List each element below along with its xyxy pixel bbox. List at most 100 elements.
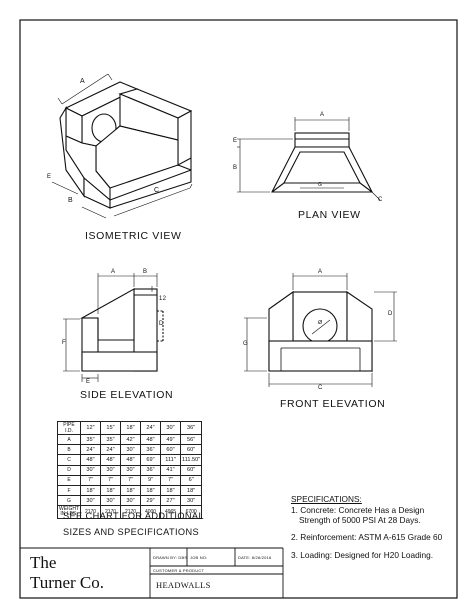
table-cell: 18" xyxy=(120,484,141,497)
table-cell: 7" xyxy=(160,474,181,486)
table-cell: 42" xyxy=(120,433,141,446)
side-elevation-drawing xyxy=(79,288,164,372)
table-cell: 69" xyxy=(140,454,161,466)
side-elevation-title: SIDE ELEVATION xyxy=(80,389,174,401)
chart-note-line2: SIZES AND SPECIFICATIONS xyxy=(63,527,200,537)
table-cell: 48" xyxy=(120,454,141,466)
table-cell: 56" xyxy=(179,433,203,446)
front-elevation-dimensions xyxy=(244,273,397,387)
table-cell: 9" xyxy=(140,474,161,486)
table-cell: 27" xyxy=(160,495,181,507)
table-cell: 7" xyxy=(80,474,101,486)
table-cell: F xyxy=(57,484,81,497)
plan-dim-b: B xyxy=(233,165,238,171)
front-dim-g: G xyxy=(243,341,248,347)
front-dim-d: D xyxy=(388,311,393,317)
isometric-view-title: ISOMETRIC VIEW xyxy=(85,230,182,242)
side-dim-f: F xyxy=(62,340,66,346)
table-row: A 35" 35" 42" 48" 49" 56" xyxy=(57,433,203,446)
table-cell: 18" xyxy=(80,484,101,497)
side-dim-d: D xyxy=(159,321,164,327)
table-cell: 30" xyxy=(100,464,121,476)
table-cell: 18" xyxy=(179,484,203,497)
table-header: 12" xyxy=(80,421,101,435)
table-header: PIPE I.D. xyxy=(57,421,81,435)
company-name-line1: The xyxy=(30,553,57,572)
table-cell: 60" xyxy=(179,444,203,456)
table-row: F 18" 18" 18" 18" 18" 18" xyxy=(57,484,203,497)
table-cell: 111" xyxy=(160,454,181,466)
job-no-label: JOB NO: xyxy=(190,555,208,560)
table-row: G 30" 30" 30" 29" 27" 30" xyxy=(57,495,203,507)
table-cell: D xyxy=(57,464,81,476)
table-cell: 24" xyxy=(100,444,121,456)
side-dim-12: 12 xyxy=(159,296,167,302)
table-cell: 48" xyxy=(100,454,121,466)
side-dim-b: B xyxy=(143,269,148,275)
front-dim-c: C xyxy=(318,385,323,391)
table-cell: 48" xyxy=(80,454,101,466)
side-dim-e: E xyxy=(86,379,91,385)
plan-dimensions xyxy=(237,117,381,201)
table-cell: 36" xyxy=(140,464,161,476)
table-row: B 24" 24" 30" 36" 60" 60" xyxy=(57,444,203,456)
table-cell: E xyxy=(57,474,81,486)
side-elevation-dimensions xyxy=(63,273,158,382)
plan-dim-c: C xyxy=(378,197,383,203)
plan-drawing xyxy=(271,132,373,193)
title-block xyxy=(20,547,284,598)
table-row-weight: WEIGHT IN LBS. 2170 2170 2170 4000 4965 … xyxy=(57,505,203,520)
table-cell: 60" xyxy=(160,444,181,456)
table-cell: 30" xyxy=(120,464,141,476)
table-cell: 18" xyxy=(100,484,121,497)
iso-dim-a: A xyxy=(80,78,85,85)
table-cell: 30" xyxy=(100,495,121,507)
plan-view-title: PLAN VIEW xyxy=(298,209,361,221)
table-cell: 24" xyxy=(80,444,101,456)
table-cell: 111.50" xyxy=(179,454,203,466)
table-cell: 48" xyxy=(140,433,161,446)
table-cell: 30" xyxy=(120,495,141,507)
table-cell: 7" xyxy=(100,474,121,486)
table-cell: 30" xyxy=(179,495,203,507)
table-cell: C xyxy=(57,454,81,466)
table-cell: 30" xyxy=(120,444,141,456)
table-cell: G xyxy=(57,495,81,507)
chart-note-line1: SEE CHART FOR ADDITIONAL xyxy=(63,511,204,521)
plan-dim-a: A xyxy=(320,112,325,118)
table-header: 15" xyxy=(100,421,121,435)
specs-title: SPECIFICATIONS: xyxy=(291,494,362,504)
table-cell: 6" xyxy=(179,474,203,486)
iso-dim-b: B xyxy=(68,197,73,204)
table-cell: 49" xyxy=(160,433,181,446)
customer-label: CUSTOMER & PRODUCT xyxy=(153,568,205,573)
table-cell: 30" xyxy=(80,495,101,507)
front-elevation-title: FRONT ELEVATION xyxy=(280,398,386,410)
sheet-border xyxy=(19,19,458,599)
table-cell: 30" xyxy=(80,464,101,476)
pipe-size-table: PIPE I.D. 12" 15" 18" 24" 30" 36" A 35" … xyxy=(57,421,203,520)
table-row: C 48" 48" 48" 69" 111" 111.50" xyxy=(57,454,203,466)
table-cell: 18" xyxy=(140,484,161,497)
front-dim-phi: Ø xyxy=(318,320,323,326)
table-row: E 7" 7" 7" 9" 7" 6" xyxy=(57,474,203,486)
iso-dim-c: C xyxy=(154,187,160,194)
isometric-drawing xyxy=(59,81,193,209)
table-cell: A xyxy=(57,433,81,446)
table-cell: 6700 xyxy=(179,505,203,520)
table-cell: 18" xyxy=(160,484,181,497)
table-header: 18" xyxy=(120,421,141,435)
company-name: The Turner Co. xyxy=(30,553,104,593)
company-name-line2: Turner Co. xyxy=(30,573,104,592)
table-cell: B xyxy=(57,444,81,456)
spec-item-1a: 1. Concrete: Concrete Has a Design xyxy=(291,505,425,515)
table-cell: 35" xyxy=(100,433,121,446)
table-header: 24" xyxy=(140,421,161,435)
table-cell: 36" xyxy=(140,444,161,456)
table-header: 30" xyxy=(160,421,181,435)
product-name: HEADWALLS xyxy=(156,580,211,590)
table-cell: WEIGHT IN LBS. xyxy=(57,505,81,520)
plan-dim-e: E xyxy=(233,138,238,144)
table-cell: 29" xyxy=(140,495,161,507)
